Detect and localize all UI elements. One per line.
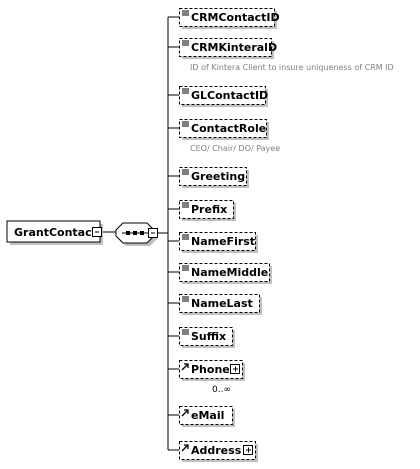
element-label: Greeting bbox=[191, 170, 245, 183]
element-label: NameMiddle bbox=[191, 266, 268, 279]
annotation-text: CEO/ Chair/ DO/ Payee bbox=[190, 144, 280, 153]
root-element-label: GrantContact bbox=[14, 226, 97, 239]
element-namelast[interactable]: NameLast bbox=[179, 294, 263, 316]
sequence-collapse-icon[interactable] bbox=[148, 228, 158, 238]
element-label: CRMContactID bbox=[191, 11, 280, 24]
element-crmkinterald[interactable]: CRMKinteralD ID of Kintera Client to insu… bbox=[179, 38, 394, 73]
element-box[interactable] bbox=[179, 294, 260, 313]
sequence-compositor-icon bbox=[122, 231, 148, 235]
element-label: NameFirst bbox=[191, 235, 255, 248]
simple-content-icon bbox=[182, 88, 189, 94]
element-label: Suffix bbox=[191, 330, 226, 343]
element-label: GLContactID bbox=[191, 89, 268, 102]
expand-plus-icon[interactable] bbox=[243, 445, 253, 455]
element-box[interactable] bbox=[179, 119, 267, 138]
simple-content-icon bbox=[182, 121, 189, 127]
expand-plus-icon[interactable] bbox=[230, 364, 240, 374]
element-namemiddle[interactable]: NameMiddle bbox=[179, 263, 273, 285]
element-label: Address bbox=[191, 444, 242, 457]
element-box[interactable] bbox=[179, 167, 247, 186]
element-box[interactable] bbox=[179, 232, 256, 251]
element-box[interactable] bbox=[179, 200, 234, 219]
reference-arrow-icon bbox=[181, 444, 189, 452]
element-crmcontactid[interactable]: CRMContactID bbox=[179, 8, 280, 30]
sequence-compositor[interactable] bbox=[115, 222, 158, 246]
reference-arrow-icon bbox=[181, 409, 189, 417]
element-suffix[interactable]: Suffix bbox=[179, 327, 236, 349]
simple-content-icon bbox=[182, 40, 189, 46]
element-label: Prefix bbox=[191, 203, 227, 216]
connector-lines bbox=[101, 16, 179, 451]
element-label: ContactRole bbox=[191, 122, 266, 135]
simple-content-icon bbox=[182, 169, 189, 175]
element-box[interactable] bbox=[179, 8, 275, 27]
simple-content-icon bbox=[182, 265, 189, 271]
simple-content-icon bbox=[182, 296, 189, 302]
element-phone[interactable]: Phone 0..∞ bbox=[179, 360, 246, 396]
element-box[interactable] bbox=[179, 86, 266, 105]
element-box[interactable] bbox=[179, 406, 233, 425]
element-box[interactable] bbox=[179, 38, 272, 57]
element-label: NameLast bbox=[191, 297, 253, 310]
simple-content-icon bbox=[182, 234, 189, 240]
simple-content-icon bbox=[182, 10, 189, 16]
root-element[interactable]: GrantContact bbox=[6, 220, 103, 245]
element-glcontactid[interactable]: GLContactID bbox=[179, 86, 269, 108]
element-address[interactable]: Address bbox=[179, 441, 259, 463]
element-box[interactable] bbox=[179, 263, 270, 282]
element-box[interactable] bbox=[179, 441, 256, 460]
occurrence-label: 0..∞ bbox=[212, 385, 231, 395]
simple-content-icon bbox=[182, 202, 189, 208]
annotation-text: ID of Kintera Client to insure uniquenes… bbox=[190, 63, 394, 72]
simple-content-icon bbox=[182, 329, 189, 335]
reference-arrow-icon bbox=[181, 363, 189, 371]
element-label: Phone bbox=[191, 363, 230, 376]
element-label: CRMKinteralD bbox=[191, 41, 277, 54]
element-box[interactable] bbox=[179, 360, 243, 379]
element-box[interactable] bbox=[179, 327, 233, 346]
element-prefix[interactable]: Prefix bbox=[179, 200, 237, 222]
element-label: eMail bbox=[191, 409, 224, 422]
child-elements: CRMContactID CRMKinteralD ID of Kintera Cl… bbox=[179, 8, 394, 463]
root-collapse-icon[interactable] bbox=[92, 227, 102, 237]
element-namefirst[interactable]: NameFirst bbox=[179, 232, 259, 254]
element-email[interactable]: eMail bbox=[179, 406, 236, 428]
element-greeting[interactable]: Greeting bbox=[179, 167, 250, 189]
